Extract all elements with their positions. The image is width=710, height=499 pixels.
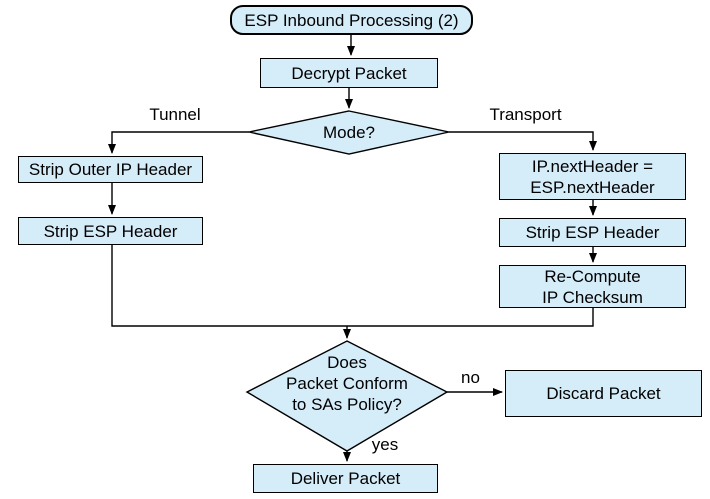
edge-mode-tunnel-branch: [108, 131, 249, 154]
node-ip-nextheader-line1: IP.nextHeader =: [531, 156, 654, 176]
policy-decision-diamond: [245, 340, 449, 452]
policy-decision-line2: Packet Conform: [286, 374, 408, 393]
node-strip-outer-ip-label: Strip Outer IP Header: [28, 160, 193, 179]
edge-mode-transport-branch: [449, 131, 597, 151]
node-ip-nextheader-line2: ESP.nextHeader: [530, 177, 655, 197]
node-strip-outer-ip-header: Strip Outer IP Header: [18, 156, 203, 183]
node-recompute-ip-checksum: Re-Compute IP Checksum: [499, 265, 686, 308]
node-deliver-label: Deliver Packet: [290, 469, 401, 488]
mode-decision-label: Mode?: [299, 121, 399, 143]
node-strip-esp-tunnel-label: Strip ESP Header: [43, 221, 178, 241]
node-strip-esp-header-transport: Strip ESP Header: [499, 218, 686, 247]
node-start-terminator: ESP Inbound Processing (2): [230, 5, 473, 35]
mode-decision-text: Mode?: [323, 122, 375, 142]
node-strip-esp-transport-label: Strip ESP Header: [525, 223, 660, 242]
node-start-label: ESP Inbound Processing (2): [244, 10, 459, 30]
node-deliver-packet: Deliver Packet: [253, 464, 438, 493]
node-recompute-line1: Re-Compute: [544, 266, 641, 286]
edge-merge-connector: [111, 245, 594, 327]
node-discard-packet: Discard Packet: [505, 370, 702, 417]
node-decrypt-label: Decrypt Packet: [291, 63, 407, 83]
node-ip-nextheader: IP.nextHeader = ESP.nextHeader: [499, 153, 686, 200]
policy-decision-label: Does Packet Conform to SAs Policy?: [262, 352, 432, 415]
node-strip-esp-header-tunnel: Strip ESP Header: [18, 217, 203, 245]
edge-label-transport: Transport: [489, 105, 562, 124]
mode-decision-diamond: [248, 110, 450, 155]
policy-decision-line3: to SAs Policy?: [292, 395, 402, 414]
policy-decision-line1: Does: [327, 353, 367, 372]
node-recompute-line2: IP Checksum: [542, 287, 643, 307]
node-discard-label: Discard Packet: [546, 384, 661, 403]
node-decrypt-packet: Decrypt Packet: [260, 58, 438, 88]
edge-label-tunnel: Tunnel: [149, 105, 201, 124]
edge-label-yes: yes: [371, 435, 399, 454]
edge-label-no: no: [461, 368, 480, 387]
